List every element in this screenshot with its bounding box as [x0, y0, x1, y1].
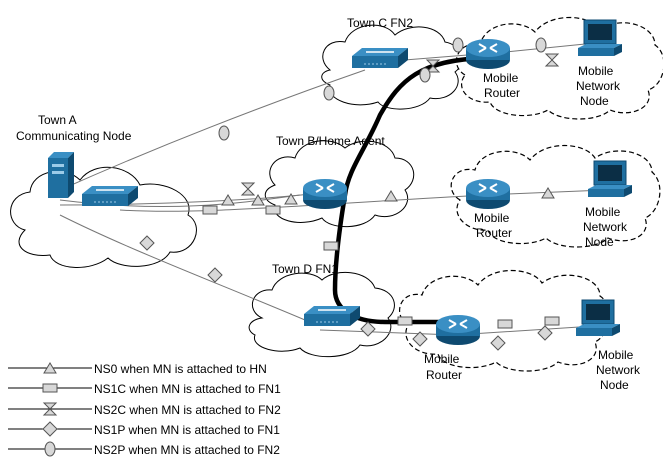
mobile-router-mid-label: Mobile: [474, 211, 510, 225]
legend-text: NS2C when MN is attached to FN2: [94, 403, 281, 417]
legend-item-ns1p: NS1P when MN is attached to FN1: [8, 421, 280, 437]
legend-item-ns2p: NS2P when MN is attached to FN2: [8, 441, 280, 457]
mobile-network-node-mid-label: Node: [585, 235, 614, 249]
cloud-town-a: [10, 166, 197, 268]
legend-item-ns0: NS0 when MN is attached to HN: [8, 362, 267, 376]
router-icon: [465, 38, 511, 70]
mobile-router-top-label: Router: [484, 86, 520, 100]
town-a-label: Town A: [38, 113, 77, 127]
town-c-label: Town C FN2: [347, 16, 413, 30]
legend-text: NS2P when MN is attached to FN2: [94, 443, 280, 457]
router-icon: [435, 314, 481, 346]
mobile-router-bot-label: Router: [426, 368, 462, 382]
mobile-network-node-top-label: Network: [576, 79, 621, 93]
hourglass-icon: [42, 402, 58, 416]
mobile-network-node-bot-label: Mobile: [598, 348, 634, 362]
ellipse-icon: [44, 441, 56, 457]
rectangle-icon: [42, 383, 58, 393]
computer-icon: [577, 19, 623, 57]
mobile-router-bot-label: Mobile: [424, 352, 460, 366]
router-icon: [302, 178, 348, 210]
mobile-network-node-bot-label: Node: [600, 378, 629, 392]
legend-item-ns2c: NS2C when MN is attached to FN2: [8, 402, 281, 417]
legend-text: NS0 when MN is attached to HN: [94, 362, 267, 376]
ns2c-hourglass-markers: [240, 53, 560, 196]
town-b-label: Town B/Home Agent: [276, 134, 385, 148]
computer-icon: [575, 299, 621, 337]
ns1c-rectangle-markers: [202, 205, 560, 329]
switch-icon: [351, 47, 409, 69]
mobile-network-node-mid-label: Network: [583, 220, 628, 234]
router-icon: [465, 178, 511, 210]
legend-item-ns1c: NS1C when MN is attached to FN1: [8, 382, 281, 396]
computer-icon: [587, 160, 633, 198]
town-a-sublabel: Communicating Node: [16, 129, 132, 143]
switch-icon: [303, 305, 361, 327]
mobile-router-mid-label: Router: [476, 226, 512, 240]
mobile-network-node-top-label: Node: [580, 94, 609, 108]
mobile-network-node-bot-label: Network: [596, 363, 641, 377]
triangle-icon: [43, 362, 57, 374]
town-d-label: Town D FN1: [272, 262, 338, 276]
ns2p-ellipse-markers: [218, 37, 547, 141]
ns1p-diamond-markers: [139, 235, 553, 351]
legend-text: NS1P when MN is attached to FN1: [94, 423, 280, 437]
mobile-network-node-mid-label: Mobile: [585, 205, 621, 219]
legend-text: NS1C when MN is attached to FN1: [94, 382, 281, 396]
ns0-triangle-markers: [221, 187, 555, 206]
diamond-icon: [42, 421, 58, 437]
mobile-network-node-top-label: Mobile: [578, 64, 614, 78]
server-icon: [48, 152, 74, 198]
switch-icon: [81, 185, 139, 207]
legend: NS0 when MN is attached to HN NS1C when …: [8, 362, 281, 457]
mobile-router-top-label: Mobile: [483, 71, 519, 85]
